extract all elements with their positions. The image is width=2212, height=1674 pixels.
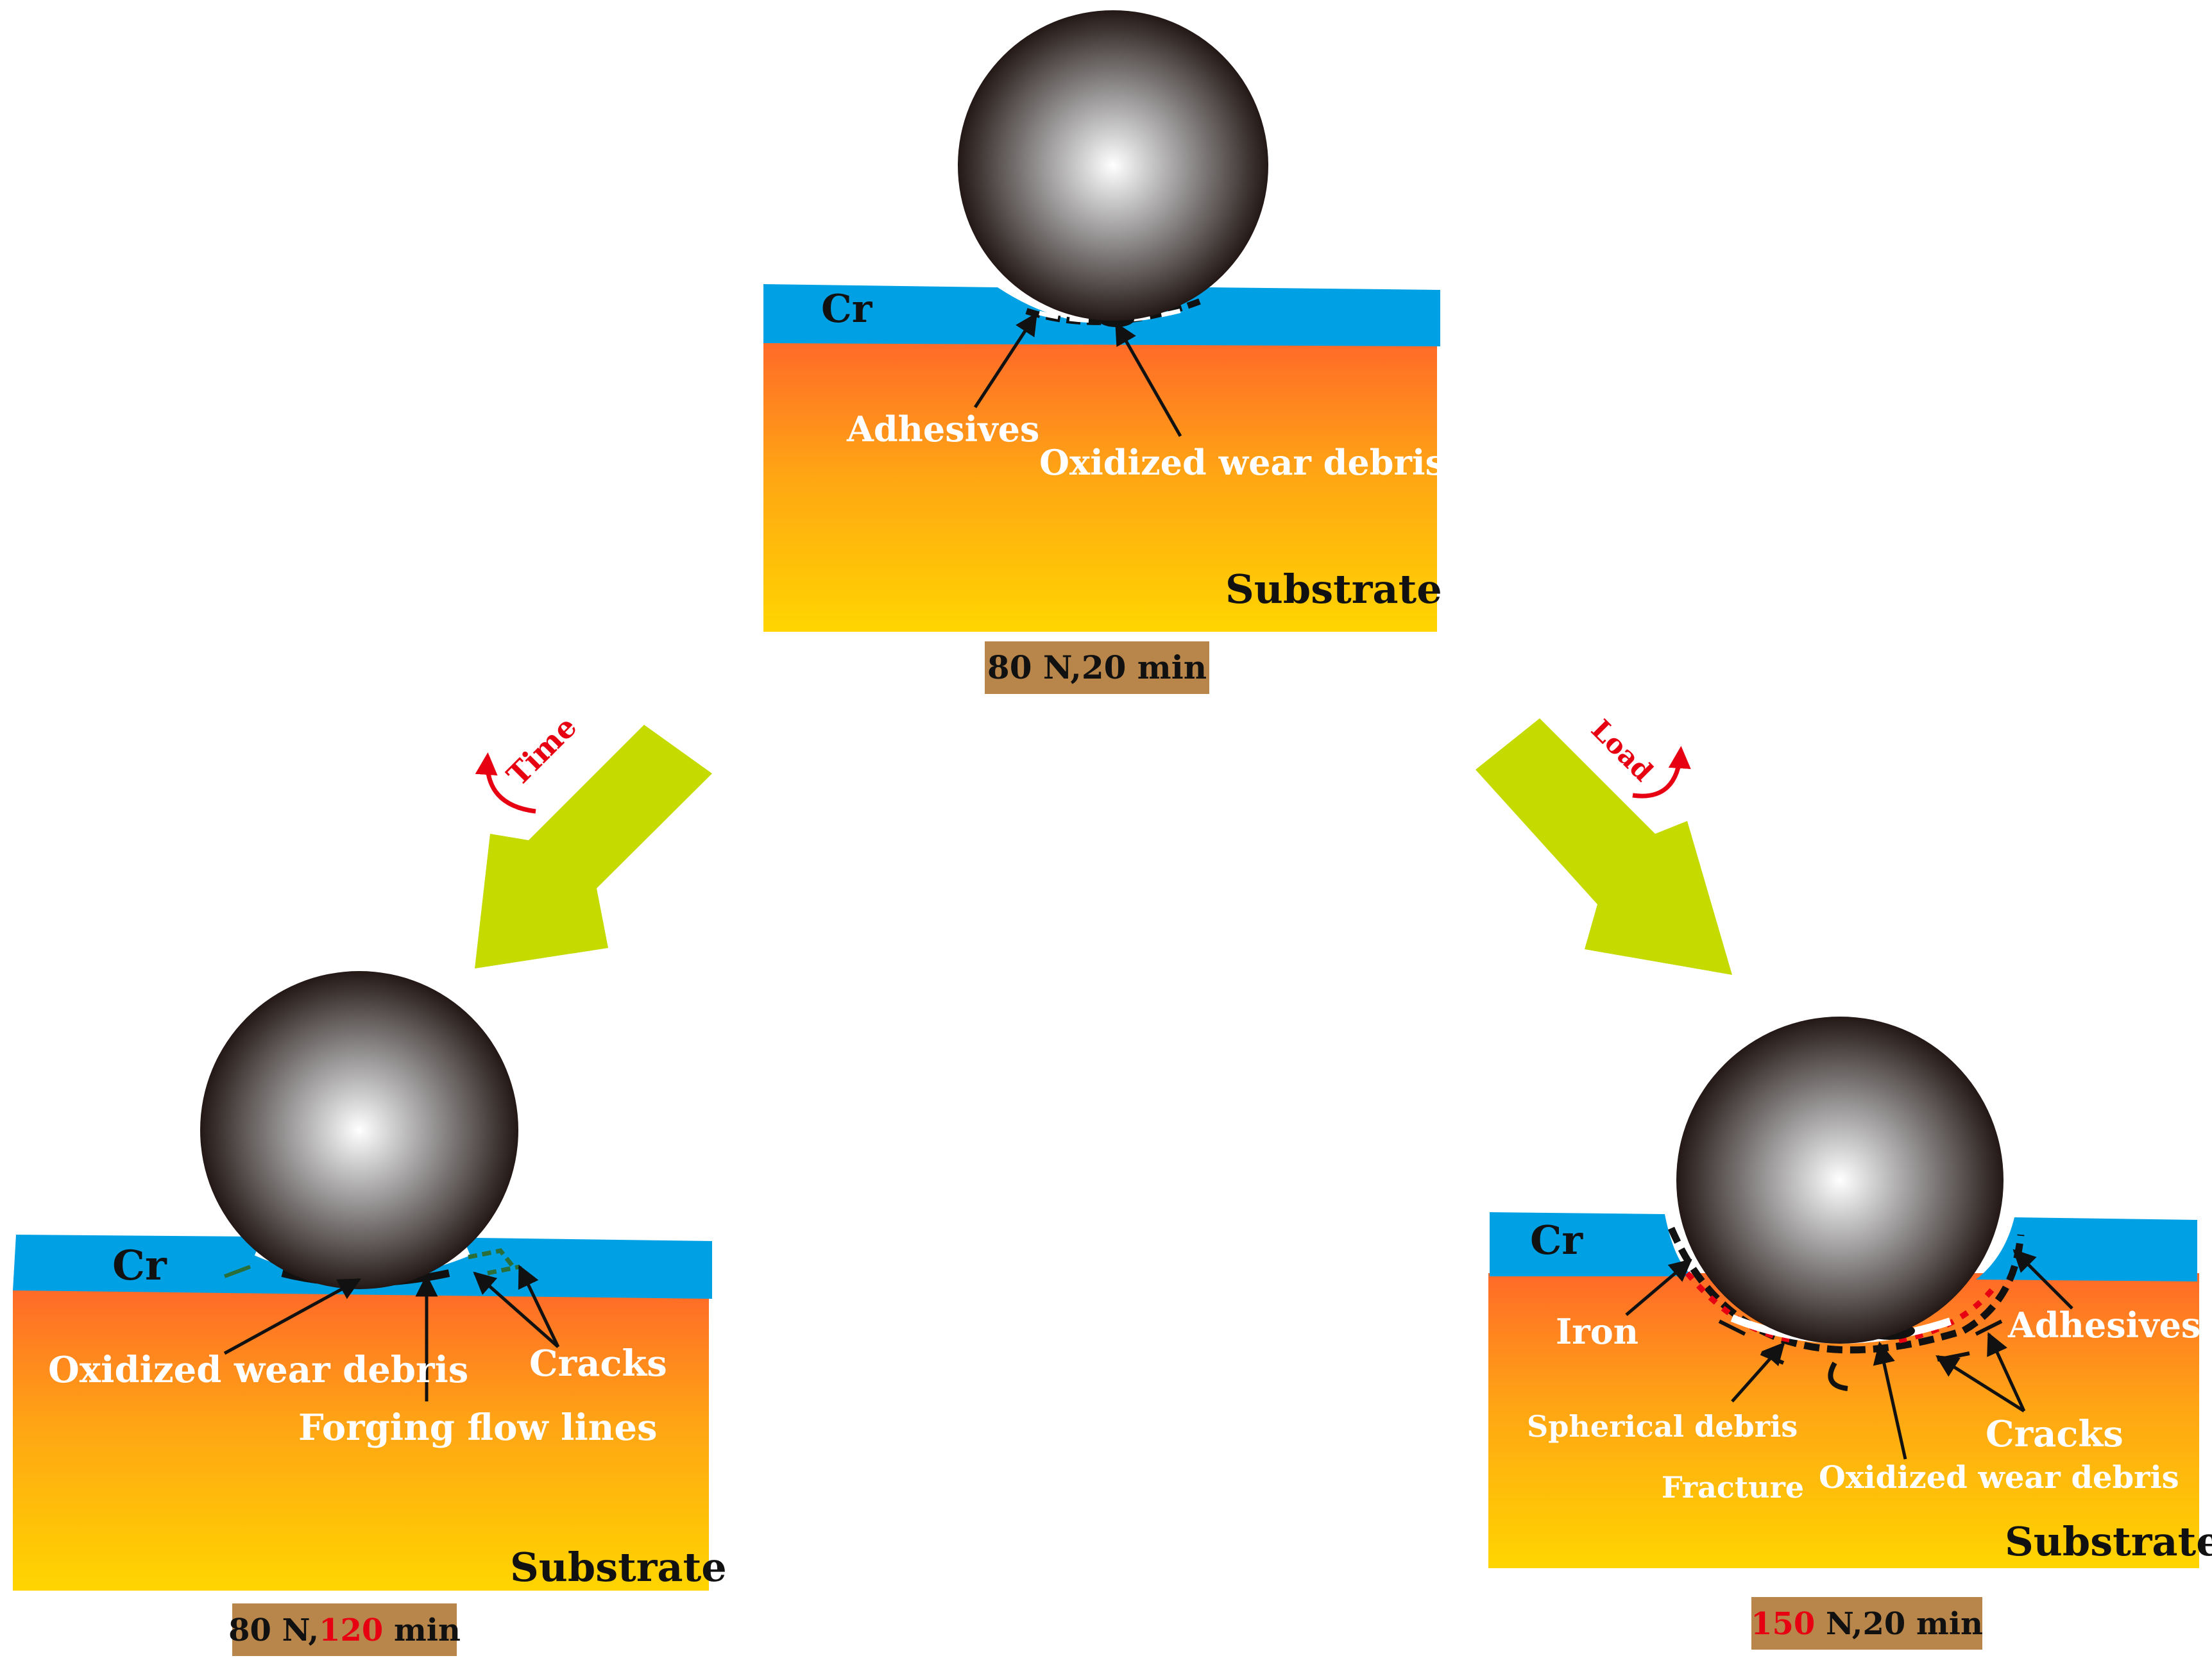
crack-line	[1975, 1319, 2003, 1336]
cracks-pointer	[473, 1271, 559, 1348]
substrate-block	[13, 1289, 709, 1591]
iron-pointer	[1625, 1258, 1692, 1316]
adhesives-label: Adhesives	[846, 409, 1039, 450]
panel-top: Cr Adhesives Oxidized wear debris Substr…	[763, 10, 1445, 694]
adhesives-label: Adhesives	[2007, 1305, 2200, 1346]
iron-fragments	[1898, 1284, 1998, 1344]
condition-text: N,20 min	[1815, 1606, 1983, 1642]
condition-box: 150 N,20 min	[1751, 1597, 1983, 1650]
layer-label: Cr	[821, 287, 873, 332]
layer-label: Cr	[1530, 1217, 1583, 1264]
time-arrow	[475, 725, 712, 968]
fracture-label: Fracture	[1662, 1470, 1804, 1505]
condition-highlight: 150	[1751, 1606, 1815, 1642]
cr-layer	[763, 284, 1440, 346]
ball	[200, 971, 518, 1289]
adhesives-pointer	[2012, 1249, 2073, 1310]
svg-text:150 N,20 min: 150 N,20 min	[1751, 1606, 1983, 1642]
iron-label: Iron	[1556, 1311, 1638, 1352]
panel-left: Cr Oxidized wear debris Cracks Forging f…	[13, 971, 727, 1656]
load-red-arrow	[1632, 746, 1691, 799]
fracture-mark	[1828, 1362, 1848, 1391]
oxidized-label: Oxidized wear debris	[48, 1349, 468, 1391]
time-red-arrow	[475, 752, 536, 814]
cracks-label: Cracks	[529, 1342, 667, 1385]
layer-label: Cr	[112, 1242, 167, 1290]
condition-text: min	[383, 1612, 461, 1648]
cracks-pointer	[518, 1264, 560, 1348]
substrate-label: Substrate	[1225, 566, 1442, 613]
substrate-label: Substrate	[2005, 1518, 2212, 1565]
oxidized-pointer	[1114, 321, 1182, 437]
substrate-block	[763, 343, 1437, 632]
cracks-label: Cracks	[1986, 1413, 2123, 1455]
cracks-pointer	[1987, 1332, 2026, 1412]
forging-label: Forging flow lines	[298, 1407, 658, 1449]
debris-rim	[1667, 1226, 2025, 1354]
condition-highlight: 120	[319, 1612, 383, 1648]
svg-text:80 N,120 min: 80 N,120 min	[228, 1612, 461, 1648]
oxidized-label: Oxidized wear debris	[1039, 442, 1445, 483]
cracks-pointer	[1936, 1355, 2025, 1413]
condition-text: 80 N,	[228, 1612, 319, 1648]
load-arrow	[1476, 718, 1732, 975]
load-transition: Load	[1476, 713, 1732, 975]
condition-text: 80 N,20 min	[987, 648, 1207, 686]
ball	[958, 10, 1268, 321]
svg-text:80 N,20 min: 80 N,20 min	[987, 648, 1207, 686]
panel-right: Cr Iron Adhesives Spherical debris Crack…	[1488, 1017, 2212, 1650]
spherical-pointer	[1731, 1342, 1785, 1403]
crack-line	[1718, 1319, 1746, 1336]
oxidized-pointer	[1873, 1341, 1907, 1460]
condition-box: 80 N,20 min	[985, 641, 1209, 694]
time-transition: Time	[475, 709, 712, 968]
ball	[1676, 1017, 2004, 1344]
oxidized-pointer	[223, 1278, 362, 1355]
spherical-label: Spherical debris	[1527, 1409, 1798, 1444]
crack-line	[468, 1248, 515, 1269]
adhesives-pointer	[973, 312, 1038, 409]
oxidized-label: Oxidized wear debris	[1819, 1460, 2179, 1496]
cr-layer	[1490, 1212, 1694, 1276]
time-label: Time	[500, 709, 584, 793]
condition-box: 80 N,120 min	[228, 1603, 461, 1656]
flow-line	[223, 1265, 251, 1278]
substrate-label: Substrate	[510, 1544, 727, 1591]
